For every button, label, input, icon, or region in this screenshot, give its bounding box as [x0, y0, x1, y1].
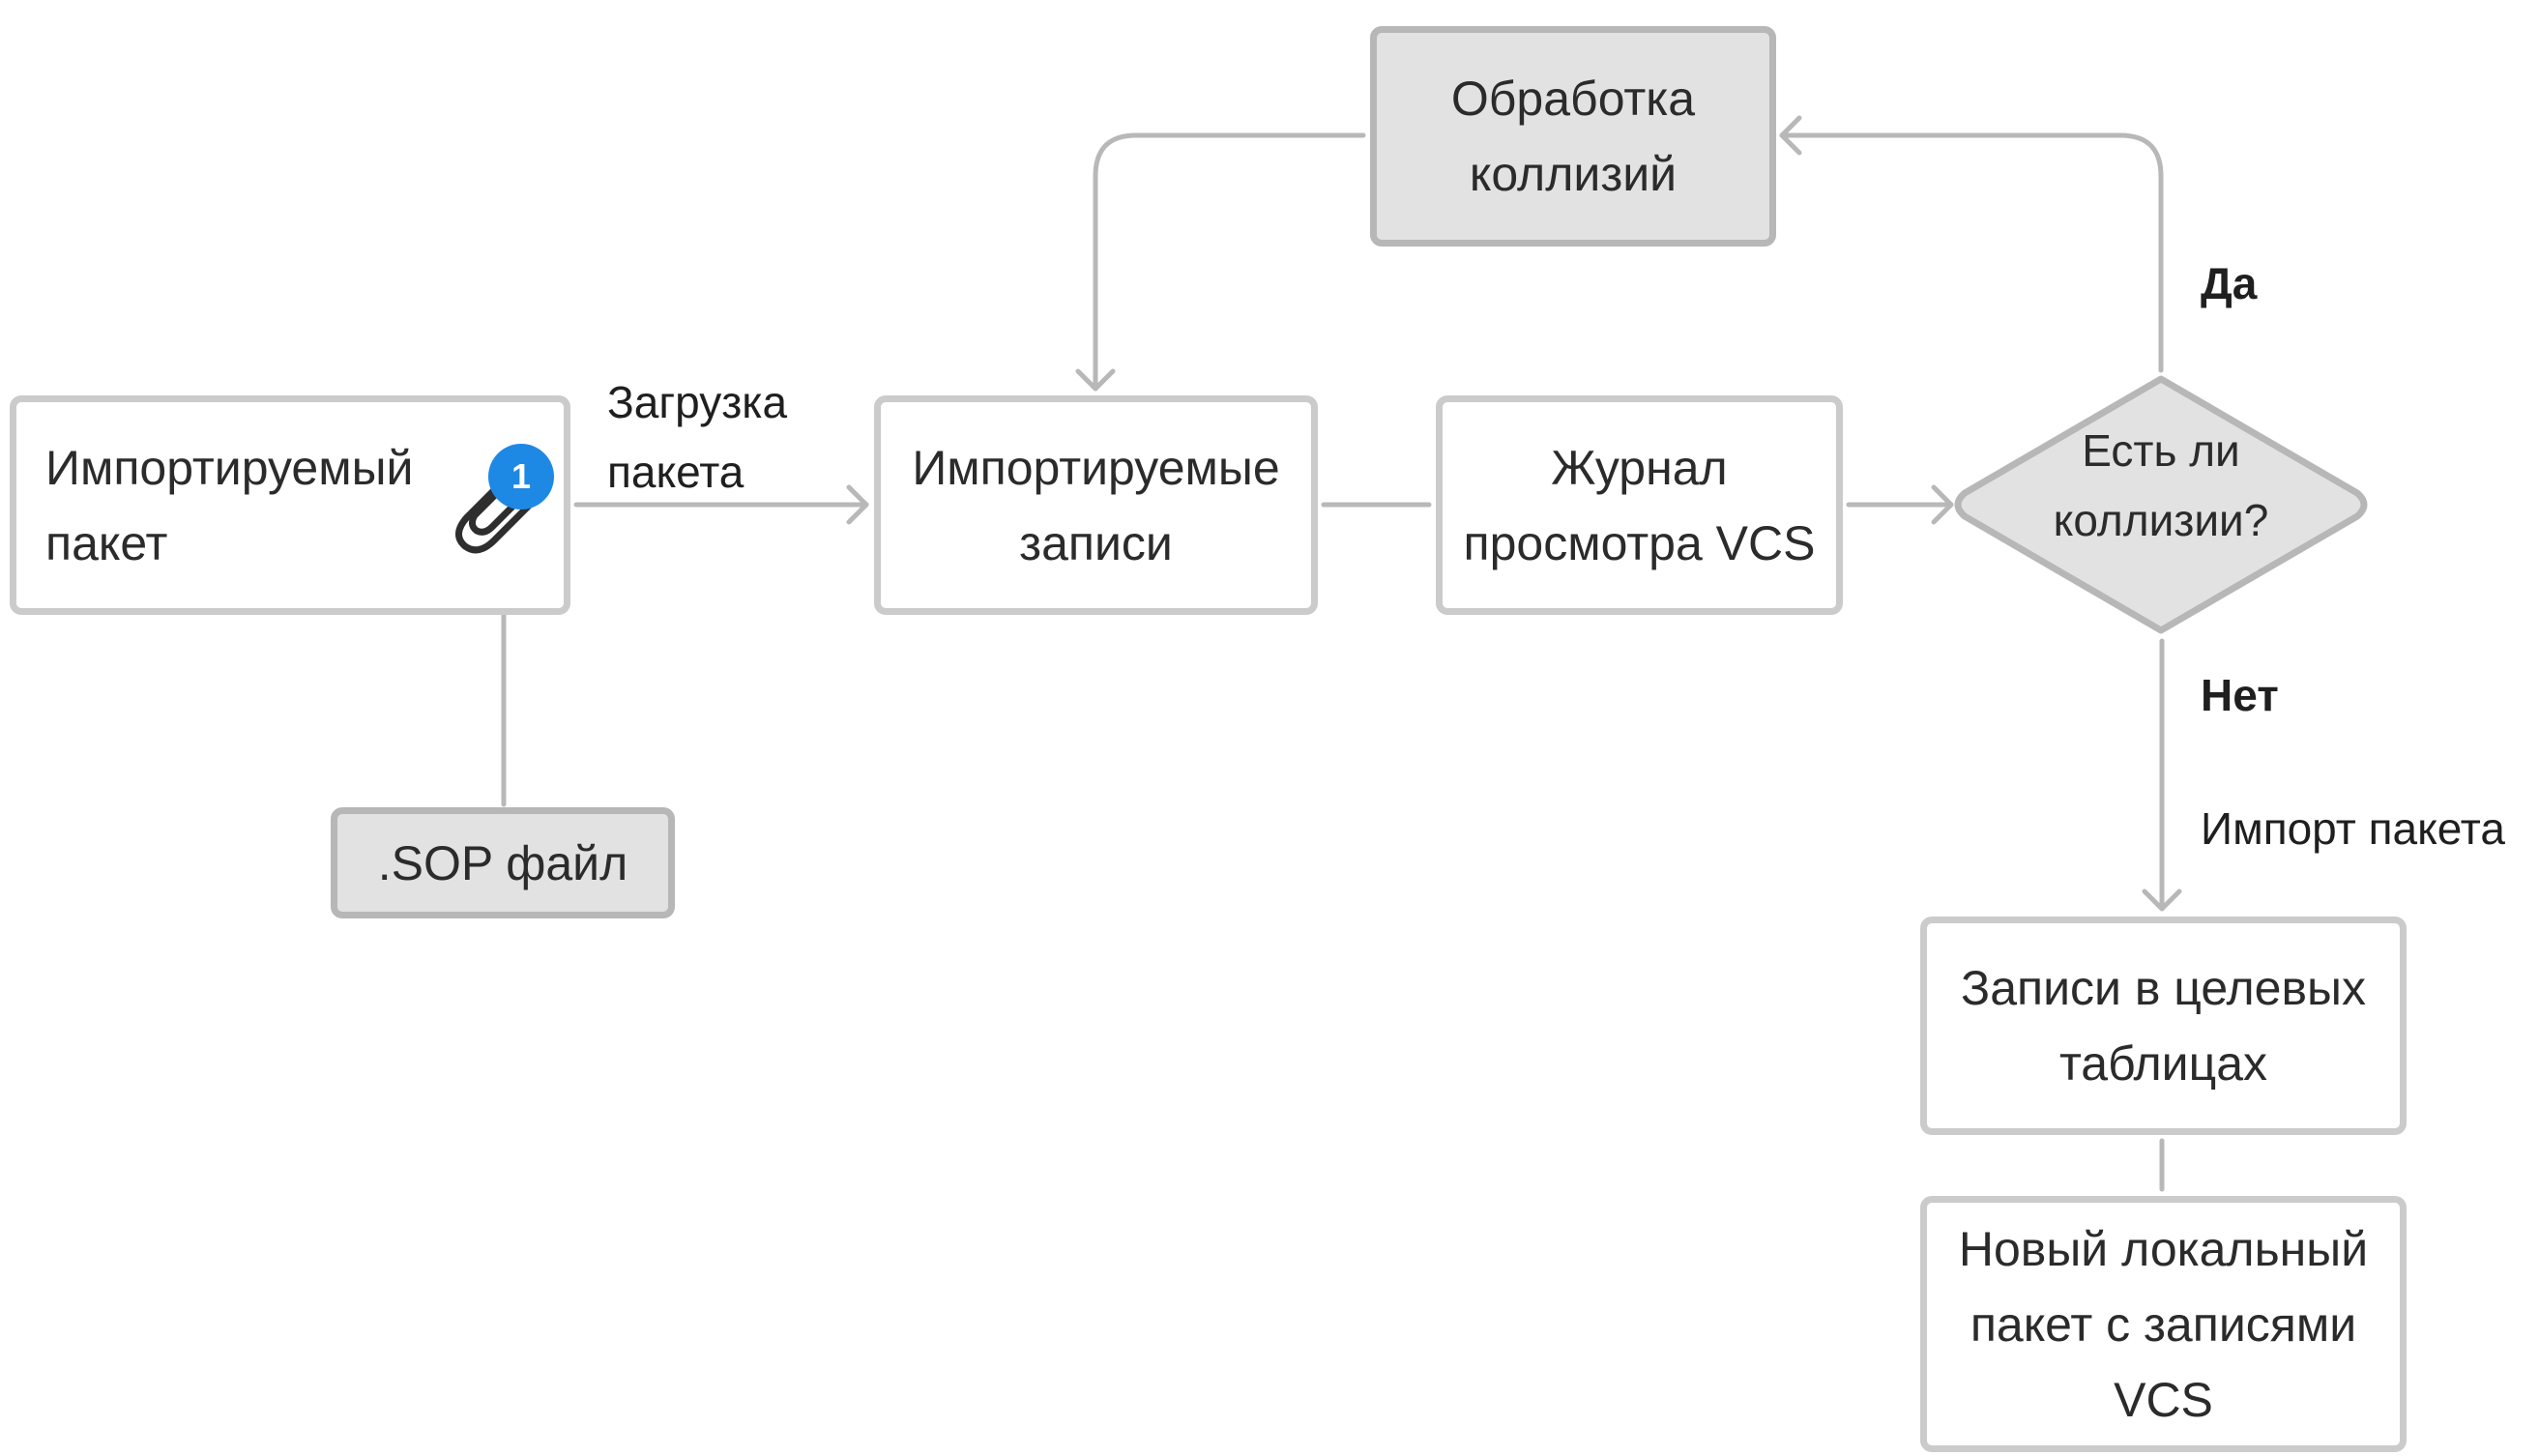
label-line: таблицах: [2058, 1036, 2268, 1091]
node-new-local-package[interactable]: Новый локальный пакет с записями VCS: [1920, 1196, 2407, 1452]
node-target-records[interactable]: Записи в целевых таблицах: [1920, 917, 2407, 1135]
label-line: пакет: [45, 515, 168, 570]
paperclip-icon: [455, 473, 533, 554]
badge-count: 1: [511, 456, 531, 496]
attachment-badge[interactable]: 1: [440, 440, 566, 566]
decision-label: Есть ли коллизии?: [1956, 416, 2366, 555]
label-line: Новый локальный: [1958, 1221, 2369, 1276]
node-vcs-log[interactable]: Журнал просмотра VCS: [1436, 395, 1843, 615]
edge-label-load-package: Загрузка пакета: [607, 367, 787, 507]
edge-decision-yes: [1779, 132, 2164, 373]
decision-diamond[interactable]: [1954, 375, 2368, 634]
arrowhead-down-icon: [1075, 368, 1116, 392]
label-line: коллизии?: [2053, 495, 2269, 545]
node-sop-file[interactable]: .SOP файл: [331, 807, 675, 918]
edge-label-import-package: Импорт пакета: [2201, 803, 2505, 854]
label-line: коллизий: [1469, 147, 1678, 201]
arrowhead-down-icon: [2142, 888, 2182, 912]
edge-collision-to-records: [1093, 132, 1366, 392]
label-line: записи: [1019, 515, 1173, 570]
label-line: просмотра VCS: [1463, 515, 1816, 570]
label-line: Обработка: [1450, 72, 1696, 126]
label-line: .SOP файл: [377, 835, 628, 890]
label-line: VCS: [2114, 1372, 2213, 1427]
label-line: Импортируемый: [45, 440, 414, 495]
badge-count-circle: [488, 444, 554, 510]
label-line: Есть ли: [2082, 425, 2240, 476]
edge-label-no: Нет: [2201, 670, 2279, 720]
arrowhead-right-icon: [846, 484, 869, 525]
arrowhead-right-icon: [1931, 484, 1954, 525]
node-imported-package[interactable]: Импортируемый пакет: [10, 395, 570, 615]
node-imported-records[interactable]: Импортируемые записи: [874, 395, 1318, 615]
arrowhead-left-icon: [1779, 115, 1802, 156]
label-line: Импортируемые: [912, 440, 1280, 495]
label-line: пакета: [607, 447, 744, 497]
label-line: Журнал: [1551, 440, 1728, 495]
label-line: Записи в целевых: [1961, 961, 2366, 1015]
label-line: пакет с записями: [1970, 1296, 2357, 1352]
edge-label-yes: Да: [2201, 258, 2258, 308]
label-line: Загрузка: [607, 377, 788, 427]
node-collision-handling[interactable]: Обработка коллизий: [1370, 26, 1776, 247]
node-imported-package-label: Импортируемый пакет: [45, 430, 413, 581]
